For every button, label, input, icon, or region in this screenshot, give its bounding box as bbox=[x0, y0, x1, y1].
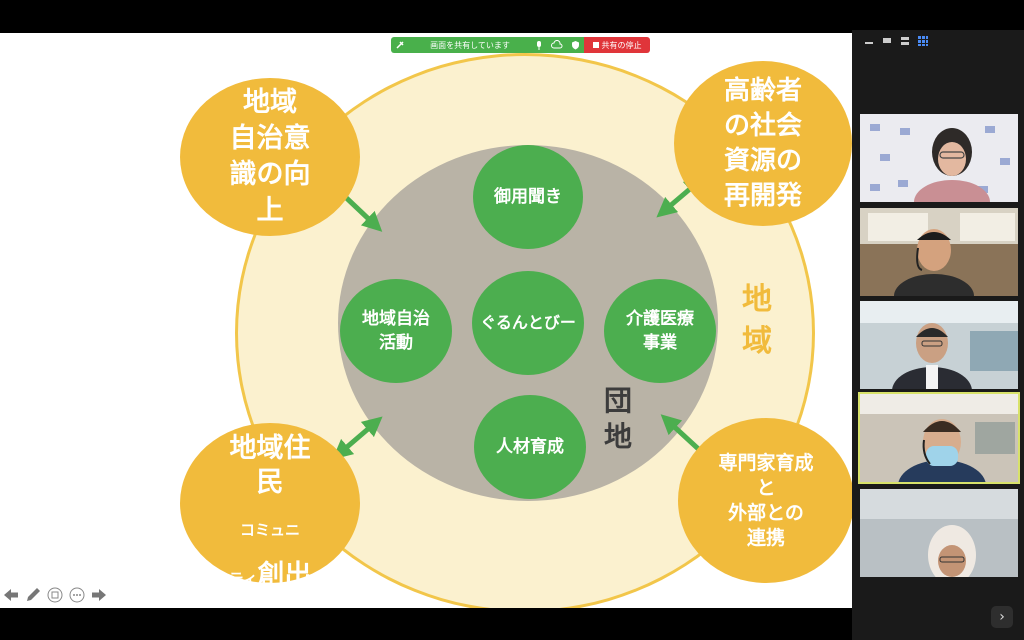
bottom-left-sub-text-2: ティ bbox=[228, 570, 258, 588]
participant-video-tile[interactable] bbox=[860, 208, 1018, 296]
shield-icon[interactable] bbox=[571, 40, 580, 50]
corner-circle-top-right: 高齢者 の社会 資源の 再開発 bbox=[674, 61, 852, 226]
pin-icon[interactable] bbox=[395, 40, 405, 50]
top-black-bar bbox=[0, 0, 852, 33]
share-status-text: 画面を共有しています bbox=[430, 40, 510, 50]
previous-slide-icon[interactable] bbox=[2, 586, 20, 604]
more-options-icon[interactable] bbox=[68, 586, 86, 604]
share-status-area: 画面を共有しています bbox=[391, 37, 584, 53]
stop-share-label: 共有の停止 bbox=[601, 40, 642, 50]
next-slide-icon[interactable] bbox=[90, 586, 108, 604]
screen-share-bar: 画面を共有しています 共有の停止 bbox=[391, 37, 650, 53]
inner-circle-left: 地域自治 活動 bbox=[340, 279, 452, 383]
participant-video-tile[interactable] bbox=[860, 301, 1018, 389]
arrow-bottom-left bbox=[332, 416, 383, 460]
stop-share-button[interactable]: 共有の停止 bbox=[584, 37, 650, 53]
cloud-icon[interactable] bbox=[551, 40, 563, 50]
participant-video-tile[interactable] bbox=[860, 489, 1018, 577]
single-view-icon[interactable] bbox=[882, 36, 892, 46]
inner-circle-bottom: 人材育成 bbox=[474, 395, 586, 499]
participant-video-panel: › bbox=[852, 30, 1024, 640]
stop-icon bbox=[592, 42, 599, 48]
pen-icon[interactable] bbox=[24, 586, 42, 604]
inner-circle-top: 御用聞き bbox=[473, 145, 583, 249]
bottom-left-sub-text-3: 創出 bbox=[257, 560, 312, 591]
participant-video-tile-active-speaker[interactable] bbox=[858, 392, 1020, 484]
slides-overview-icon[interactable] bbox=[46, 586, 64, 604]
bottom-left-main-text: 地域住 民 bbox=[229, 433, 311, 498]
label-danchi: 団 地 bbox=[604, 384, 633, 453]
bottom-black-bar bbox=[0, 608, 852, 640]
corner-circle-bottom-left: 地域住 民 コミュニ ティ創出 bbox=[180, 423, 360, 591]
label-chiiki: 地 域 bbox=[742, 282, 772, 359]
next-page-chevron-icon[interactable]: › bbox=[991, 606, 1013, 628]
gallery-view-icon[interactable] bbox=[918, 36, 928, 46]
strip-view-icon[interactable] bbox=[900, 36, 910, 46]
slideshow-controls bbox=[2, 586, 108, 604]
bottom-left-sub-text: コミュニ bbox=[239, 521, 300, 539]
view-controls bbox=[864, 36, 928, 46]
minimize-icon[interactable] bbox=[864, 36, 874, 46]
inner-circle-center: ぐるんとびー bbox=[472, 271, 584, 375]
corner-circle-top-left: 地域 自治意 識の向 上 bbox=[180, 78, 360, 236]
shared-slide: 地域 自治意 識の向 上 高齢者 の社会 資源の 再開発 地域住 民 コミュニ … bbox=[0, 33, 852, 608]
microphone-icon[interactable] bbox=[535, 40, 543, 50]
participant-video-tile[interactable] bbox=[860, 114, 1018, 202]
inner-circle-right: 介護医療 事業 bbox=[604, 279, 716, 383]
corner-circle-bottom-right: 専門家育成 と 外部との 連携 bbox=[678, 418, 852, 583]
